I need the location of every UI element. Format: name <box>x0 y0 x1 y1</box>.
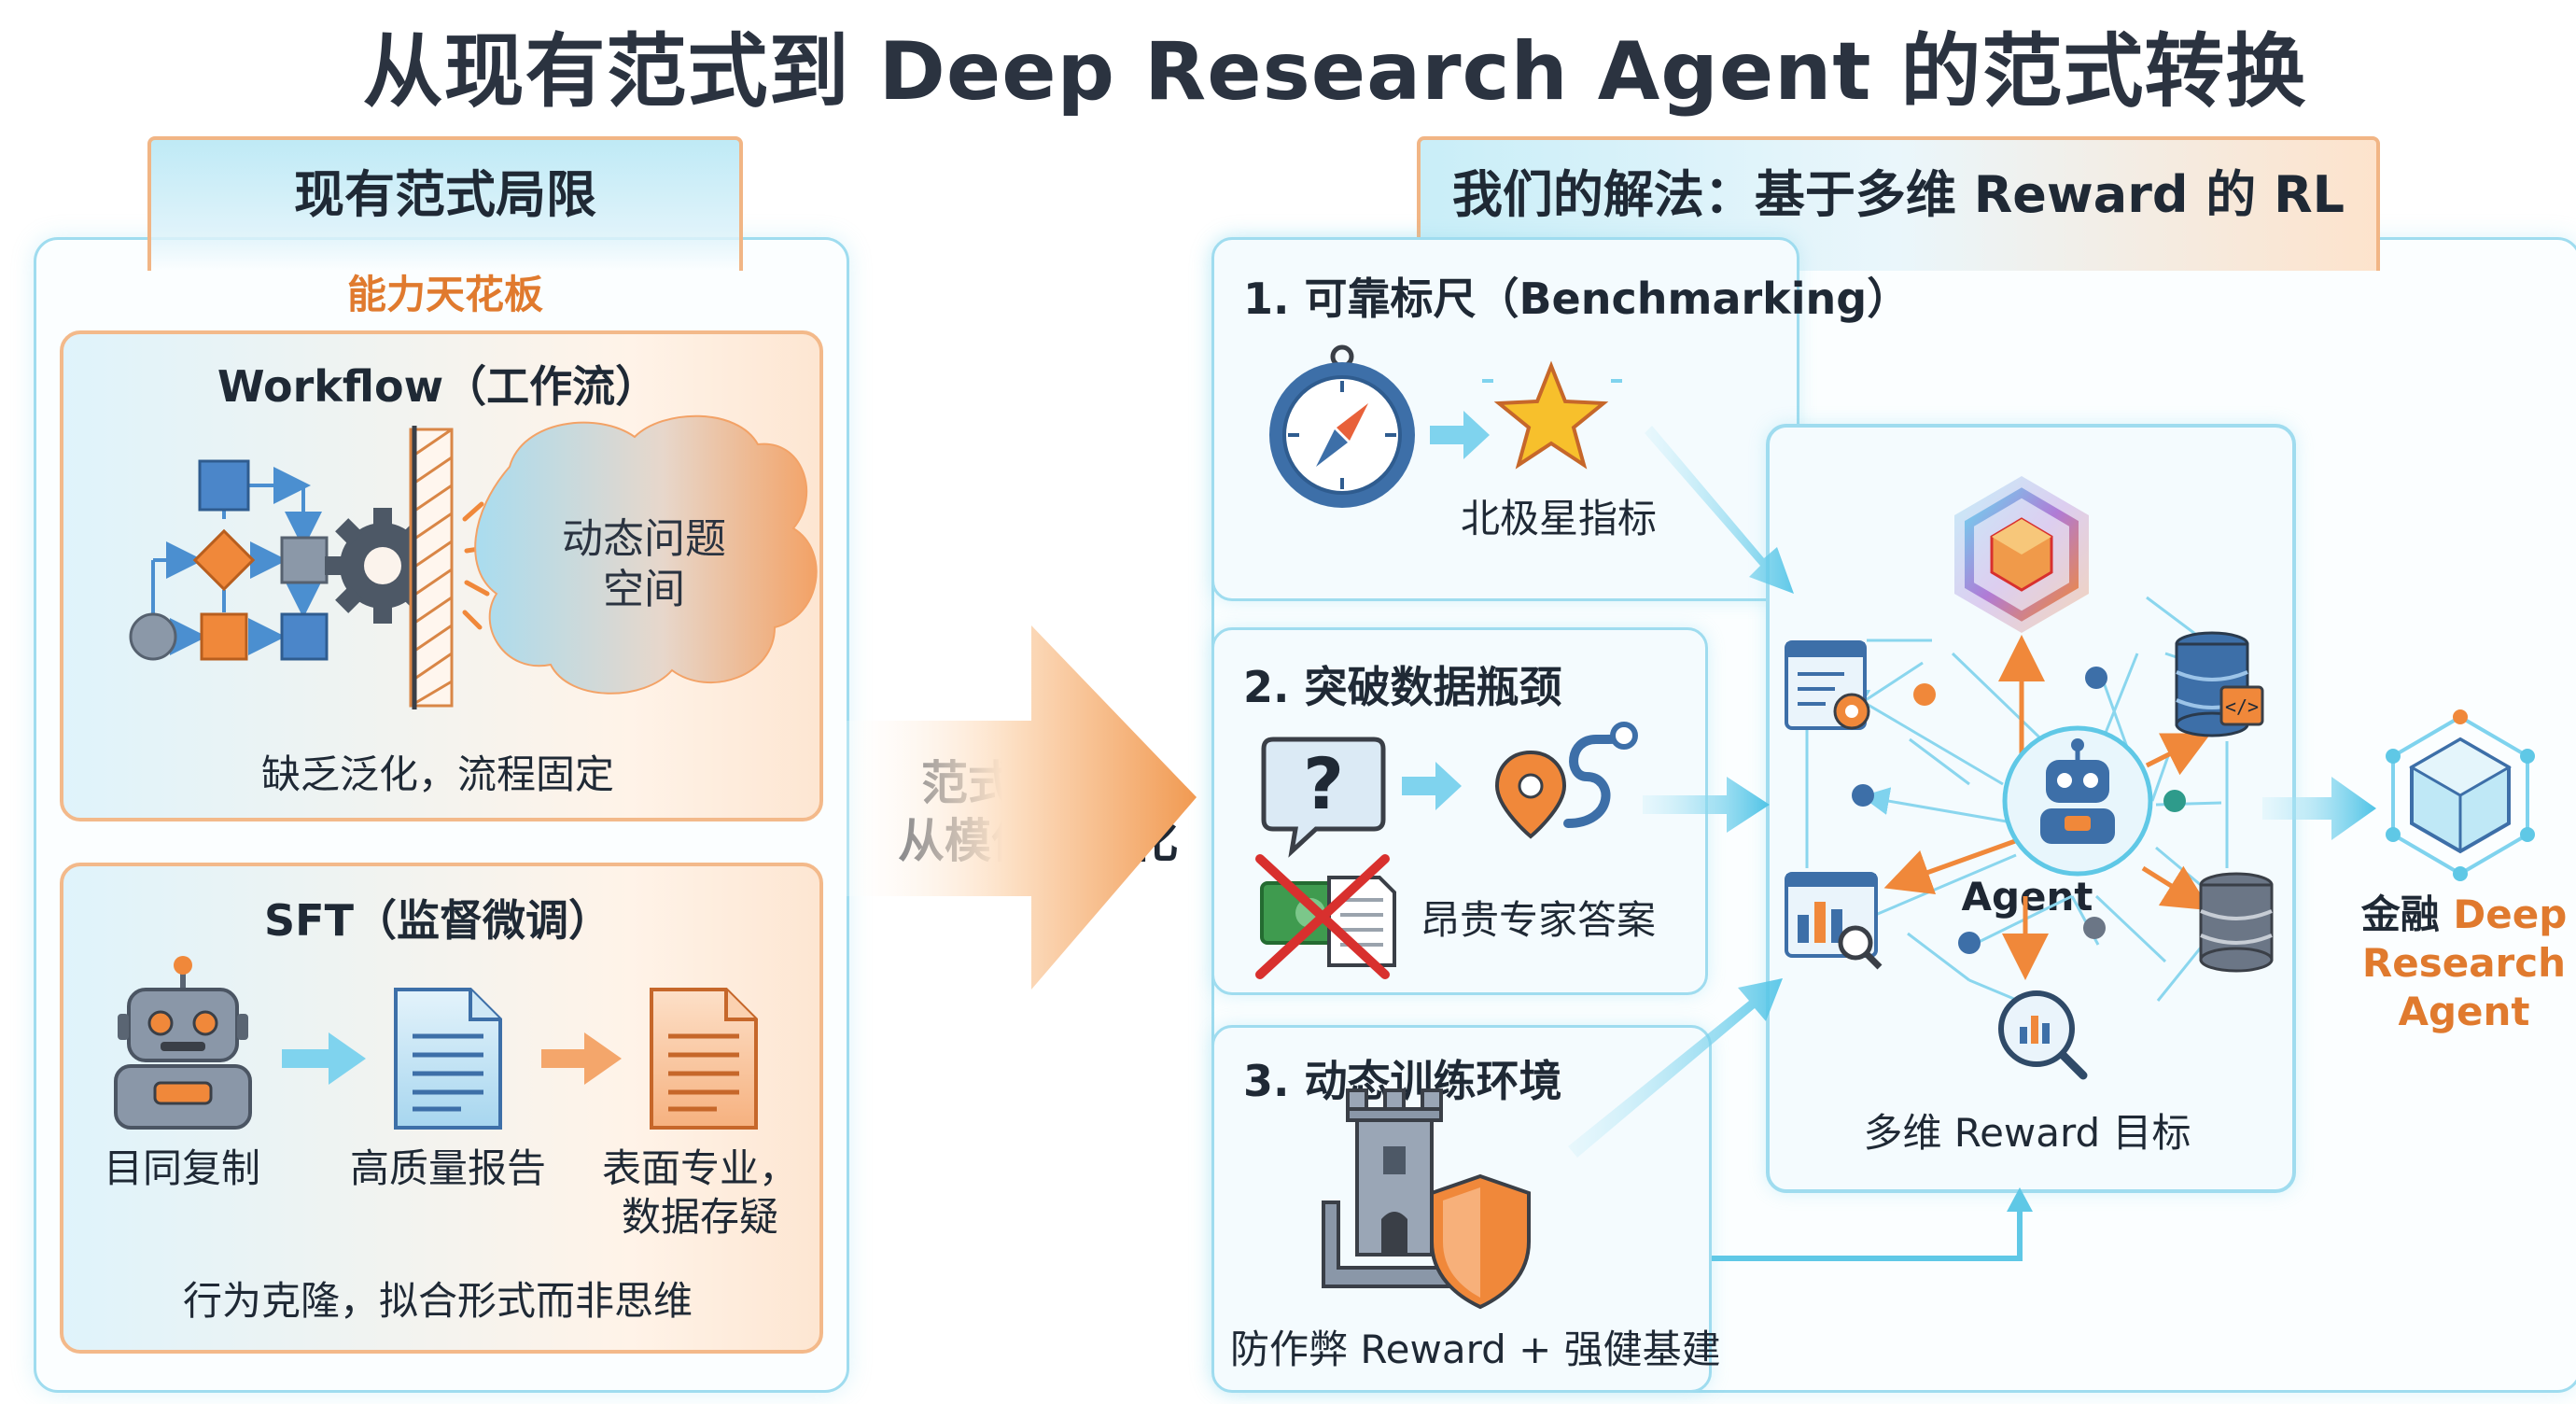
benchmarking-title: 1. 可靠标尺（Benchmarking） <box>1243 274 1911 324</box>
right-tab-title: 我们的解法：基于多维 Reward 的 RL <box>1451 165 2345 224</box>
expensive-answers-label: 昂贵专家答案 <box>1421 897 1657 943</box>
workflow-caption: 缺乏泛化，流程固定 <box>260 751 614 797</box>
training-env-title: 3. 动态训练环境 <box>1243 1056 1562 1106</box>
left-tab <box>147 136 743 271</box>
paradigm-shift-line2: 从模仿到优化 <box>898 814 1178 868</box>
agent-label: Agent <box>1961 874 2093 920</box>
sft-caption: 行为克隆，拟合形式而非思维 <box>182 1278 693 1324</box>
reward-hub-card <box>1766 424 2296 1193</box>
workflow-title: Workflow（工作流） <box>217 361 659 412</box>
north-star-label: 北极星指标 <box>1460 496 1657 541</box>
output-research: Research <box>2361 940 2567 986</box>
data-bottleneck-title: 2. 突破数据瓶颈 <box>1243 662 1562 712</box>
output-deep: Deep <box>2453 892 2568 937</box>
capability-ceiling-label: 能力天花板 <box>346 272 543 317</box>
output-label: 金融 Deep Research Agent <box>2352 891 2576 1036</box>
sft-item-surface: 表面专业， <box>601 1145 798 1191</box>
sft-item-report: 高质量报告 <box>349 1145 546 1191</box>
left-tab-title: 现有范式局限 <box>294 165 596 224</box>
output-prefix: 金融 <box>2360 892 2440 937</box>
paradigm-shift-label: 范式转换： 从模仿到优化 <box>851 754 1225 870</box>
sft-title: SFT（监督微调） <box>264 895 611 946</box>
paradigm-shift-line1: 范式转换： <box>921 756 1155 810</box>
multi-reward-caption: 多维 Reward 目标 <box>1863 1110 2191 1156</box>
page-title: 从现有范式到 Deep Research Agent 的范式转换 <box>362 25 2307 119</box>
sft-item-copy: 目同复制 <box>103 1145 260 1191</box>
sft-item-doubt: 数据存疑 <box>621 1194 778 1240</box>
anti-cheat-label: 防作弊 Reward + 强健基建 <box>1230 1327 1721 1372</box>
output-agent: Agent <box>2398 989 2530 1034</box>
